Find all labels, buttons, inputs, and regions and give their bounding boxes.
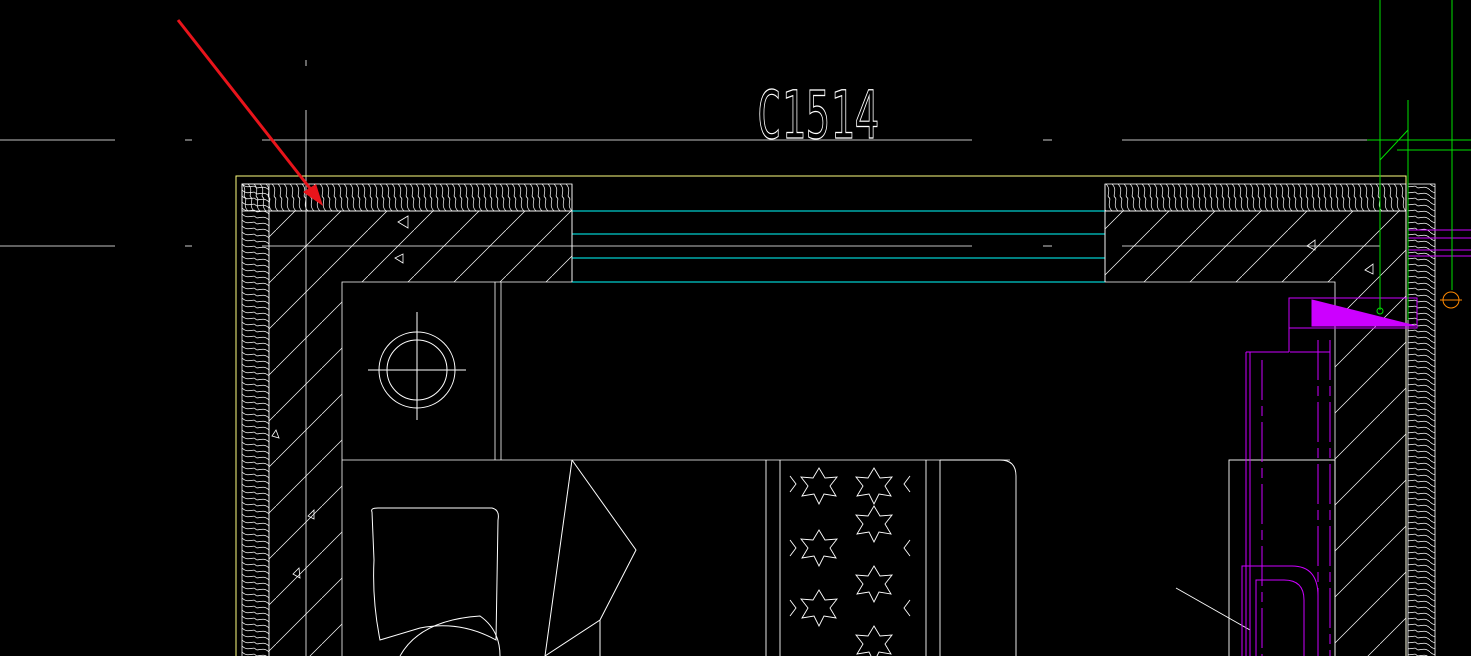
cabinet-block [342,282,1010,461]
green-leader-lines [1367,0,1471,320]
floor-drain-symbol [368,312,466,420]
insulation-layer [241,183,1436,656]
concrete-wall [268,210,1407,656]
bed-furniture [371,459,637,656]
window-tag-label: C1514 [757,77,879,154]
dimension-lines [0,60,1380,656]
wardrobe-outline [1175,459,1336,656]
orange-marker [1440,291,1462,309]
annotation-arrow [176,19,323,206]
magenta-pipe-layout [1241,229,1471,656]
window-glazing [572,210,1105,283]
bed-blanket-pattern [765,459,1017,656]
